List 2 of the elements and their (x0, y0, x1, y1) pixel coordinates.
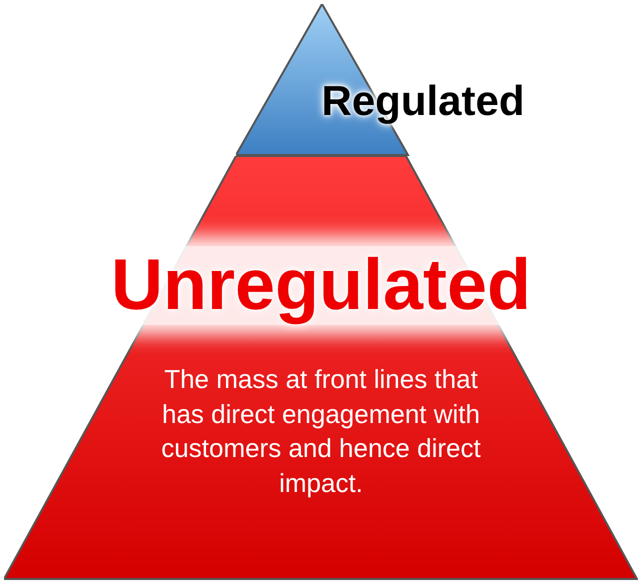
tier-description: The mass at front lines that has direct engagement with customers and hence direct impact. (160, 363, 482, 500)
tier-title: Unregulated (44, 246, 598, 326)
